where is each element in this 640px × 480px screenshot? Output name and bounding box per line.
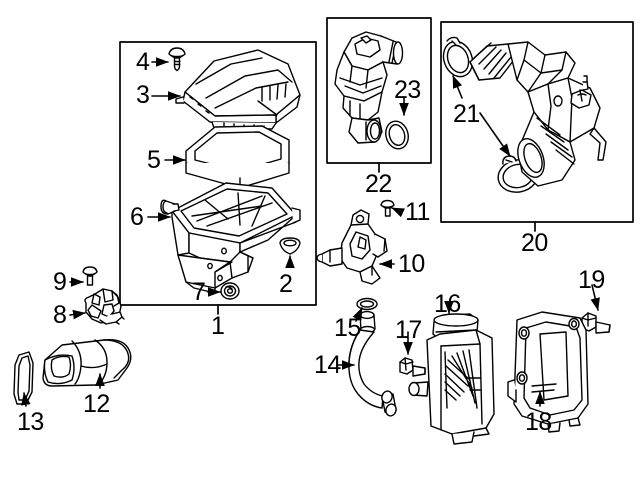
callout-label-3: 3 xyxy=(136,81,150,109)
callout-label-21: 21 xyxy=(453,100,480,128)
part-air-flow-sensor xyxy=(316,209,388,285)
callout-label-4: 4 xyxy=(136,48,150,76)
part-cooler-bolt xyxy=(399,357,426,377)
callout-label-6: 6 xyxy=(130,203,144,231)
part-module-bolt xyxy=(581,312,611,334)
part-turbocharger-assembly xyxy=(334,31,404,144)
leader-11 xyxy=(391,207,405,218)
callout-label-8: 8 xyxy=(53,301,67,329)
part-inlet-duct-seal xyxy=(13,351,34,405)
leader-lines xyxy=(21,57,600,407)
callout-label-11: 11 xyxy=(405,198,430,226)
part-grommet-mount xyxy=(279,237,301,255)
callout-label-15: 15 xyxy=(334,314,361,342)
leader-21-upper xyxy=(452,75,463,99)
part-hose-o-ring xyxy=(356,297,378,311)
part-housing-bushing xyxy=(220,282,240,300)
callout-label-2: 2 xyxy=(279,270,293,298)
part-sensor-screw xyxy=(380,199,395,217)
callout-label-19: 19 xyxy=(578,266,605,294)
part-hose-clamp-upper xyxy=(442,36,474,78)
part-air-cleaner-housing xyxy=(160,182,301,294)
part-cover-screw xyxy=(168,47,186,72)
part-air-inlet-duct xyxy=(42,338,132,387)
callout-label-10: 10 xyxy=(398,250,425,278)
part-air-intake-hose xyxy=(469,41,607,187)
callout-label-16: 16 xyxy=(434,290,461,318)
callout-label-13: 13 xyxy=(17,408,44,436)
callout-label-1: 1 xyxy=(211,312,225,340)
leader-13 xyxy=(21,392,31,407)
callout-label-5: 5 xyxy=(147,146,161,174)
leader-8 xyxy=(69,309,86,320)
part-air-cleaner-cover xyxy=(175,49,301,130)
callout-label-7: 7 xyxy=(192,278,206,306)
part-charge-air-cooler xyxy=(408,313,495,445)
part-turbo-o-ring xyxy=(385,120,409,150)
callout-label-18: 18 xyxy=(525,408,552,436)
callout-label-20: 20 xyxy=(521,229,548,257)
part-mounting-bracket xyxy=(84,288,125,325)
callout-label-17: 17 xyxy=(395,316,422,344)
leader-21-lower xyxy=(479,112,511,157)
leader-15 xyxy=(352,307,363,322)
callout-label-22: 22 xyxy=(365,170,392,198)
callout-label-14: 14 xyxy=(314,351,341,379)
part-air-filter-element xyxy=(185,125,290,189)
callout-label-23: 23 xyxy=(394,76,421,104)
callout-label-9: 9 xyxy=(53,268,67,296)
part-breather-hose xyxy=(348,310,397,417)
part-bracket-bolt xyxy=(82,266,98,286)
leader-19 xyxy=(590,284,600,311)
callout-label-12: 12 xyxy=(83,390,110,418)
